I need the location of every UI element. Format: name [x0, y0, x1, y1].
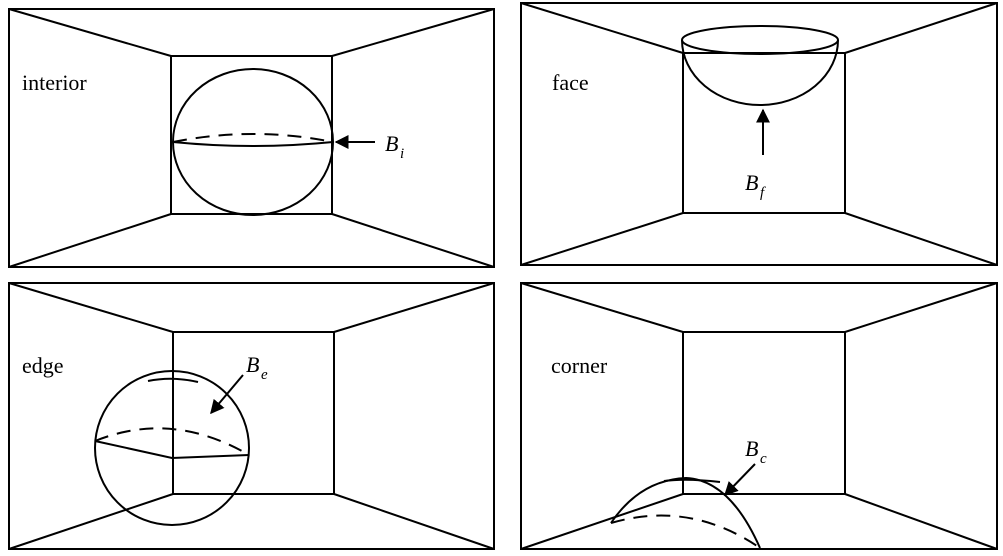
symbol-b-c: B [745, 436, 758, 461]
subscript-b-i: i [400, 146, 404, 162]
subscript-b-f: f [760, 185, 766, 201]
panel-face: face B f [520, 2, 998, 266]
arrow-b-e [210, 374, 244, 415]
ball-face [681, 25, 839, 106]
subscript-b-c: c [760, 451, 767, 467]
symbol-b-f: B [745, 170, 758, 195]
symbol-b-i: B [385, 131, 398, 156]
box-wireframe [8, 282, 495, 550]
panel-corner: corner B c [520, 282, 998, 550]
ball-edge [94, 370, 250, 526]
ball-corner [610, 476, 761, 549]
arrow-b-c [724, 463, 756, 497]
label-interior: interior [22, 70, 87, 95]
subscript-b-e: e [261, 367, 268, 383]
box-wireframe [520, 282, 998, 550]
label-corner: corner [551, 353, 608, 378]
panel-interior: interior B i [8, 8, 495, 268]
box-wireframe [520, 2, 998, 266]
label-edge: edge [22, 353, 64, 378]
label-face: face [552, 70, 589, 95]
box-wireframe [8, 8, 495, 268]
panel-edge: edge B e [8, 282, 495, 550]
symbol-b-e: B [246, 352, 259, 377]
ball-interior [172, 68, 334, 216]
